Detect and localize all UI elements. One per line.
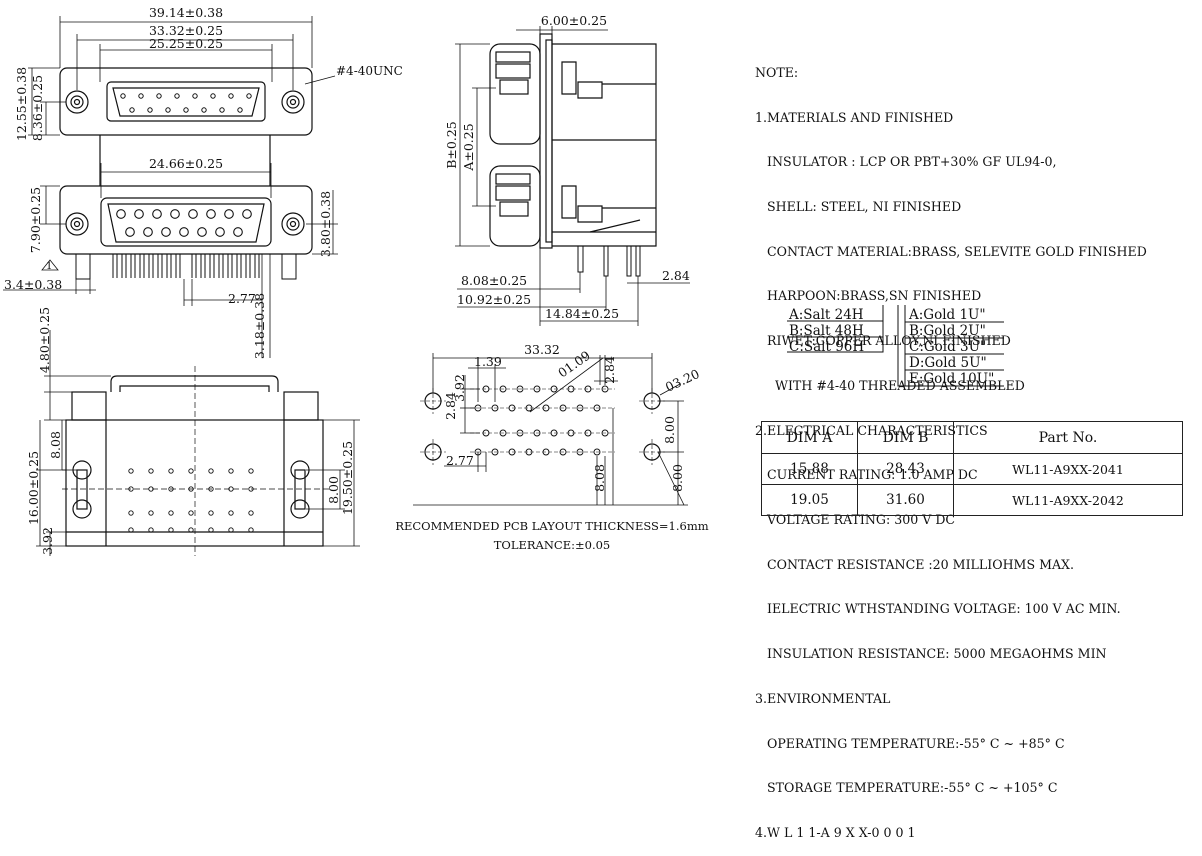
front-view (3, 16, 338, 358)
bottom-connector-pins (116, 209, 252, 237)
dim-pcb-8-00-lower: 8.00 (670, 464, 685, 492)
dim-pcb-8-08: 8.08 (592, 464, 607, 492)
note-line: INSULATOR : LCP OR PBT+30% GF UL94-0, (755, 154, 1057, 170)
dim-bottom-pin-height: 4.80±0.25 (37, 307, 52, 373)
dim-side-a: A±0.25 (461, 123, 476, 171)
dim-side-10-92: 10.92±0.25 (457, 292, 531, 307)
technical-drawing: 39.14±0.38 33.32±0.25 25.25±0.25 24.66±0… (3, 5, 709, 556)
note-line: 4.W L 1 1-A 9 X X-0 0 0 1 (755, 825, 916, 841)
dim-front-top-half-height: 8.36±0.25 (30, 75, 45, 141)
dim-front-bottom-shell-width: 24.66±0.25 (149, 156, 223, 171)
gold-option: E:Gold 10U" (909, 371, 995, 387)
pcb-layout (413, 353, 688, 506)
note-line: HARPOON:BRASS,SN FINISHED (755, 288, 982, 304)
dim-side-6-00: 6.00±0.25 (541, 13, 607, 28)
gold-options: A:Gold 1U" B:Gold 2U" C:Gold 3U" D:Gold … (909, 307, 994, 387)
salt-option: A:Salt 24H (789, 307, 864, 323)
note-line: 3.ENVIRONMENTAL (755, 690, 891, 706)
cell-part-no: WL11-A9XX-2041 (953, 453, 1183, 485)
dim-front-top-height: 12.55±0.38 (14, 67, 29, 141)
note-line: SHELL: STEEL, NI FINISHED (755, 198, 962, 214)
dim-pcb-8-00-upper: 8.00 (662, 416, 677, 444)
gold-option: A:Gold 1U" (909, 307, 986, 323)
salt-option: B:Salt 48H (789, 323, 864, 339)
dim-pcb-1-39: 1.39 (474, 354, 502, 369)
parts-table: DIM A DIM B Part No. 15.88 28.43 WL11-A9… (761, 421, 1183, 516)
salt-option: C:Salt 96H (789, 339, 865, 355)
cell-part-no: WL11-A9XX-2042 (953, 484, 1183, 516)
header-dim-a: DIM A (761, 421, 858, 454)
dim-pcb-2-77: 2.77 (446, 453, 474, 468)
note-line: CONTACT MATERIAL:BRASS, SELEVITE GOLD FI… (755, 243, 1147, 259)
dim-bottom-19-50: 19.50±0.25 (340, 441, 355, 515)
note-line: NOTE: (755, 64, 799, 80)
dim-bottom-3-92: 3.92 (40, 527, 55, 555)
note-line: 1.MATERIALS AND FINISHED (755, 109, 954, 125)
table-row: 19.05 31.60 WL11-A9XX-2042 (761, 484, 1183, 516)
note-line: OPERATING TEMPERATURE:-55° C ~ +85° C (755, 735, 1065, 751)
note-line: IELECTRIC WTHSTANDING VOLTAGE: 100 V AC … (755, 601, 1121, 617)
dim-pcb-hole-dia: 01.09 (555, 348, 593, 381)
header-dim-b: DIM B (857, 421, 954, 454)
gold-option: D:Gold 5U" (909, 355, 987, 371)
parts-table-header: DIM A DIM B Part No. (761, 421, 1183, 454)
dim-front-overall-width: 39.14±0.38 (149, 5, 223, 20)
gold-option: C:Gold 3U" (909, 339, 987, 355)
dim-bottom-8-00: 8.00 (326, 476, 341, 504)
dim-front-tail-width: 3.4±0.38 (4, 277, 62, 292)
note-line: INSULATION RESISTANCE: 5000 MEGAOHMS MIN (755, 646, 1107, 662)
pin-one-marker: 1 (46, 261, 52, 272)
note-line: CONTACT RESISTANCE :20 MILLIOHMS MAX. (755, 556, 1075, 572)
side-view (455, 26, 690, 326)
bottom-view-shield-holes (72, 460, 310, 519)
cell-dim-b: 31.60 (857, 484, 954, 516)
pcb-caption-line1: RECOMMENDED PCB LAYOUT THICKNESS=1.6mm (395, 519, 708, 533)
top-connector-pins (120, 93, 252, 113)
dim-pcb-mount-hole: 03.20 (663, 366, 702, 395)
note-line: VOLTAGE RATING: 300 V DC (755, 512, 956, 527)
bottom-view-pin-grid (128, 468, 254, 533)
dim-pcb-3-92: 3.92 (452, 374, 467, 402)
cell-dim-b: 28.43 (857, 453, 954, 485)
cell-dim-a: 15.88 (761, 453, 858, 485)
dim-front-pin-length: 3.18±0.38 (252, 293, 267, 359)
pcb-caption-line2: TOLERANCE:±0.05 (494, 538, 610, 552)
dim-pcb-width: 33.32 (524, 342, 560, 357)
header-part-no: Part No. (953, 421, 1183, 454)
bottom-view (36, 330, 360, 556)
cell-dim-a: 19.05 (761, 484, 858, 516)
dim-side-b: B±0.25 (444, 121, 459, 169)
salt-options: A:Salt 24H B:Salt 48H C:Salt 96H (789, 307, 864, 355)
table-row: 15.88 28.43 WL11-A9XX-2041 (761, 453, 1183, 485)
dim-front-bottom-offset: 7.90±0.25 (28, 187, 43, 253)
dim-pcb-2-84-top: 2.84 (602, 356, 617, 384)
dim-front-screw-span: 33.32±0.25 (149, 23, 223, 38)
dim-bottom-16-00: 16.00±0.25 (26, 451, 41, 525)
dim-side-14-84: 14.84±0.25 (545, 306, 619, 321)
dim-side-8-08: 8.08±0.25 (461, 273, 527, 288)
note-line: STORAGE TEMPERATURE:-55° C ~ +105° C (755, 780, 1058, 796)
thread-label: #4-40UNC (336, 64, 403, 78)
dim-front-top-shell-width: 25.25±0.25 (149, 36, 223, 51)
dim-pcb-2-84-left: 2.84 (443, 392, 458, 420)
dim-bottom-8-08: 8.08 (48, 431, 63, 459)
dim-side-2-84: 2.84 (662, 268, 690, 283)
dim-front-right-offset: 3.80±0.38 (318, 191, 333, 257)
gold-option: B:Gold 2U" (909, 323, 986, 339)
dim-front-pin-pitch: 2.77 (228, 291, 256, 306)
